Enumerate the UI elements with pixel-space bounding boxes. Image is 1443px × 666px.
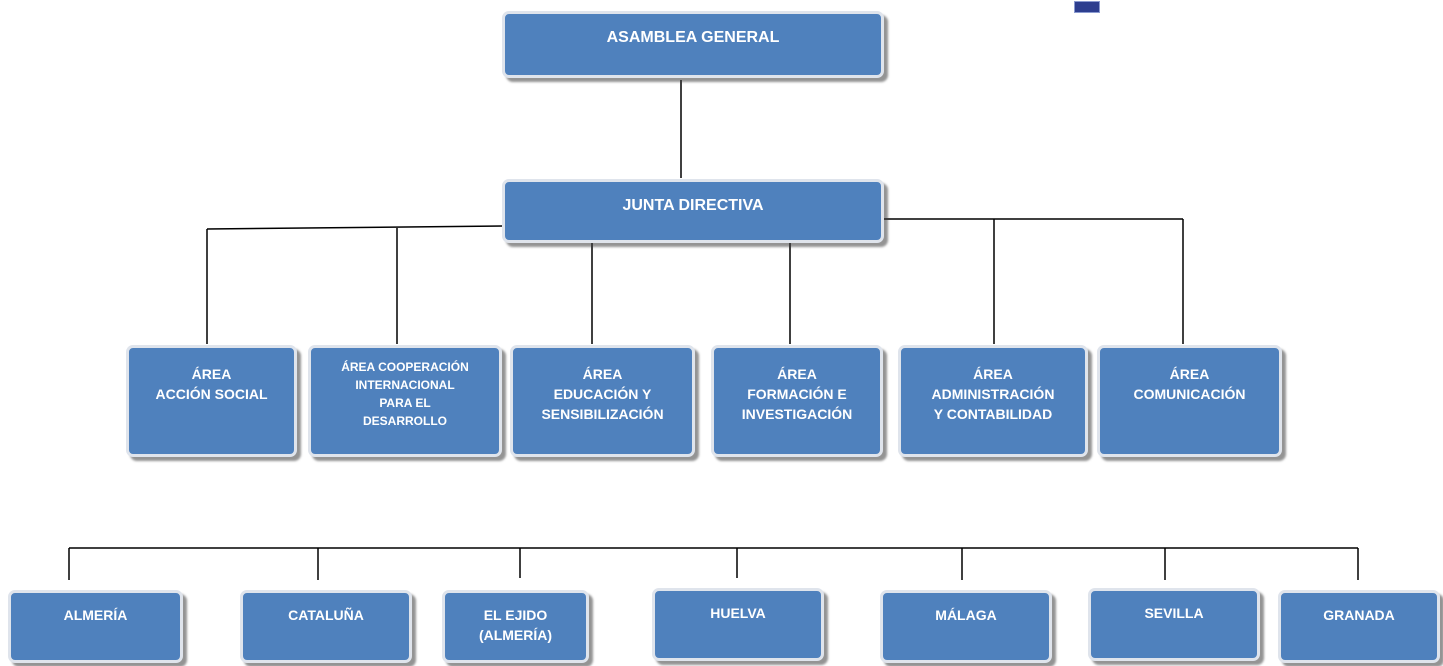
area-label: ÁREA FORMACIÓN E INVESTIGACIÓN xyxy=(741,366,853,422)
area-box-accion-social: ÁREA ACCIÓN SOCIAL xyxy=(126,345,297,457)
area-box-formacion: ÁREA FORMACIÓN E INVESTIGACIÓN xyxy=(711,345,883,457)
organization-logo-icon xyxy=(1074,1,1100,13)
board-label: JUNTA DIRECTIVA xyxy=(622,197,764,214)
branch-box-granada: GRANADA xyxy=(1278,590,1440,663)
assembly-box: ASAMBLEA GENERAL xyxy=(502,11,884,78)
branch-label: MÁLAGA xyxy=(935,607,997,623)
branch-box-cataluna: CATALUÑA xyxy=(240,590,412,663)
connector-board-left-bar xyxy=(206,225,504,230)
branch-label: ALMERÍA xyxy=(63,607,128,623)
branch-box-almeria: ALMERÍA xyxy=(8,590,183,663)
area-box-cooperacion: ÁREA COOPERACIÓN INTERNACIONAL PARA EL D… xyxy=(308,345,502,457)
assembly-label: ASAMBLEA GENERAL xyxy=(606,29,780,46)
branch-label: EL EJIDO (ALMERÍA) xyxy=(478,607,553,643)
area-box-comunicacion: ÁREA COMUNICACIÓN xyxy=(1097,345,1282,457)
area-label: ÁREA ADMINISTRACIÓN Y CONTABILIDAD xyxy=(931,366,1055,422)
area-box-administracion: ÁREA ADMINISTRACIÓN Y CONTABILIDAD xyxy=(898,345,1088,457)
branch-box-malaga: MÁLAGA xyxy=(880,590,1052,663)
area-label: ÁREA COMUNICACIÓN xyxy=(1133,366,1246,402)
branch-label: CATALUÑA xyxy=(288,607,364,623)
branch-label: SEVILLA xyxy=(1144,605,1204,621)
branch-label: GRANADA xyxy=(1323,607,1395,623)
branch-label: HUELVA xyxy=(710,605,766,621)
board-box: JUNTA DIRECTIVA xyxy=(502,179,884,243)
branch-box-sevilla: SEVILLA xyxy=(1088,588,1260,661)
area-label: ÁREA COOPERACIÓN INTERNACIONAL PARA EL D… xyxy=(341,360,469,428)
branch-box-huelva: HUELVA xyxy=(652,588,824,661)
area-label: ÁREA EDUCACIÓN Y SENSIBILIZACIÓN xyxy=(541,366,664,422)
branch-box-el-ejido: EL EJIDO (ALMERÍA) xyxy=(442,590,589,663)
area-label: ÁREA ACCIÓN SOCIAL xyxy=(155,366,268,402)
area-box-educacion: ÁREA EDUCACIÓN Y SENSIBILIZACIÓN xyxy=(510,345,695,457)
organization-logo: ‎ xyxy=(1074,0,1443,14)
